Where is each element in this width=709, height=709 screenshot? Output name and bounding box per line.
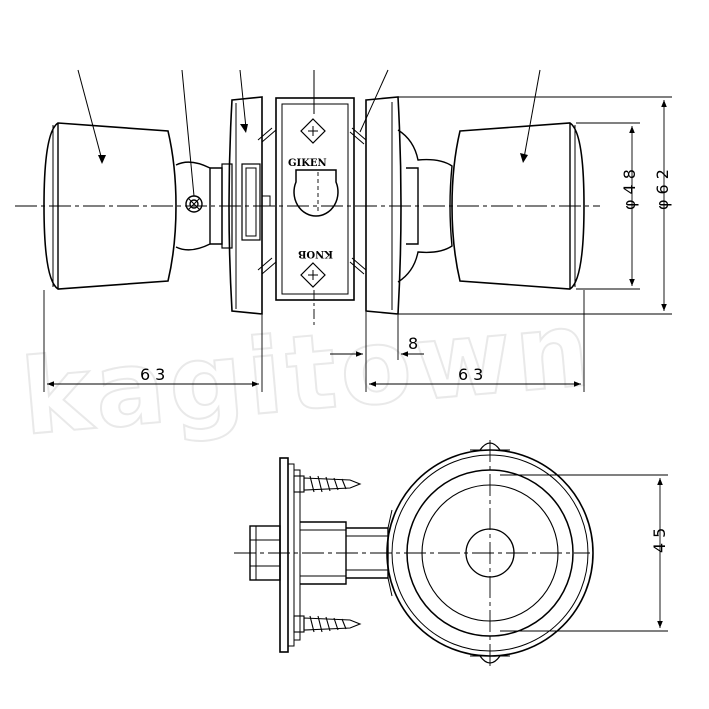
side-view xyxy=(234,440,594,670)
side-dimensions xyxy=(500,474,668,632)
dim-offset: 8 xyxy=(408,334,423,353)
latch-plate xyxy=(275,97,355,301)
side-knob-outer xyxy=(406,469,574,637)
right-knob xyxy=(397,122,585,290)
brand-label-bottom: KNOB xyxy=(298,248,333,259)
latch-bolt xyxy=(293,169,339,217)
plate-screw-top-icon xyxy=(300,118,326,144)
dim-backset-left: 63 xyxy=(140,365,170,384)
right-rose xyxy=(365,96,402,315)
watermark-text: kagitown xyxy=(17,287,598,458)
dim-knob-diameter: φ48 xyxy=(620,164,639,210)
left-rose xyxy=(228,96,271,315)
side-faceplate xyxy=(279,457,301,653)
left-knob xyxy=(43,122,233,290)
side-spindle xyxy=(249,525,281,581)
dim-rose-diameter: φ62 xyxy=(653,164,672,210)
dim-side-height: 45 xyxy=(650,523,669,553)
front-view: GIKEN KNOB xyxy=(15,69,600,326)
leader-lines xyxy=(77,69,541,197)
leader-arrowheads xyxy=(98,124,528,164)
plate-screw-hatches xyxy=(257,127,367,275)
side-latch-tube xyxy=(300,521,389,585)
dim-backset-right: 63 xyxy=(458,365,488,384)
side-knob-inner xyxy=(421,484,559,622)
side-wood-screw-top xyxy=(293,475,362,493)
side-knob-center xyxy=(465,528,515,578)
plate-screw-bottom-icon xyxy=(300,262,326,288)
front-dimensions xyxy=(43,96,672,392)
brand-label-top: GIKEN xyxy=(288,158,327,169)
side-wood-screw-bottom xyxy=(293,615,362,633)
watermark: kagitown xyxy=(16,286,599,459)
